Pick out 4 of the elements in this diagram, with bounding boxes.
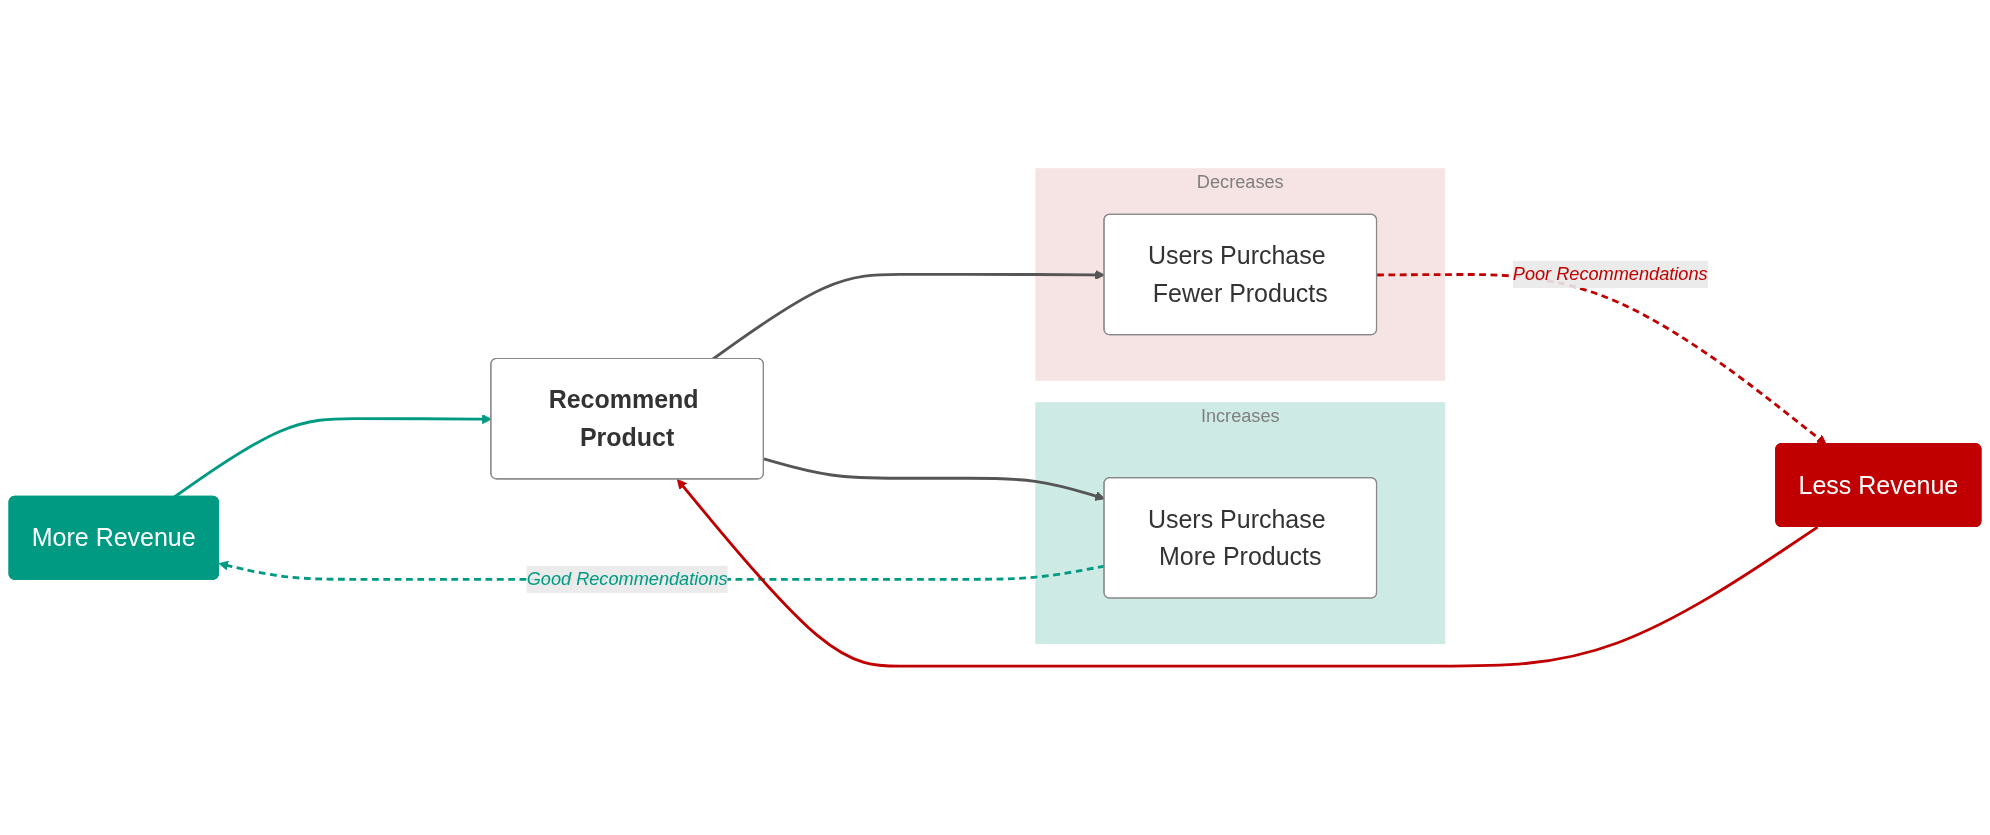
edge-label: Good Recommendations [526,569,728,589]
arrow [1377,273,1827,445]
edge-label: Poor Recommendations [1512,264,1708,284]
arrow [676,478,1819,668]
